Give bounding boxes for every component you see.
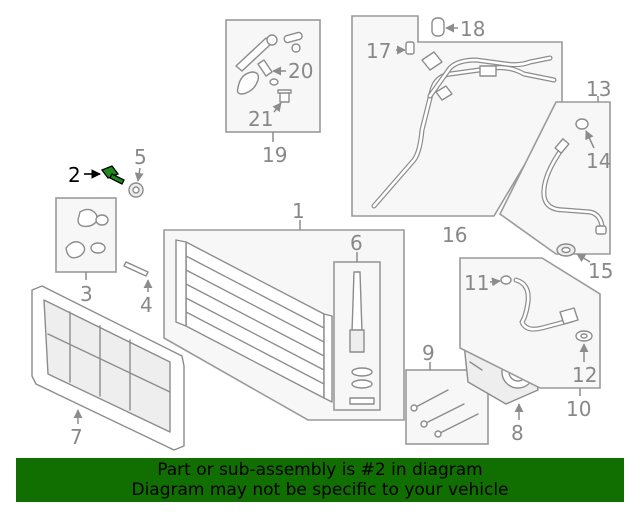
part-9-bolt-c — [434, 430, 442, 438]
part-17-valve-cap — [405, 41, 415, 55]
part-3-gasket-a — [77, 208, 98, 228]
part-14-label: 14 — [586, 149, 611, 173]
part-19-pin — [283, 31, 303, 44]
part-9-panel — [405, 369, 489, 445]
part-4-label: 4 — [140, 293, 153, 317]
part-3-oring-b — [90, 242, 106, 254]
part-3-seal-kit[interactable] — [55, 197, 117, 280]
part-13-panel — [498, 101, 611, 255]
part-9-bolt-b — [420, 420, 428, 428]
part-12-label: 12 — [572, 363, 597, 387]
part-1-tank-left — [175, 239, 187, 327]
part-3-oring-a — [95, 214, 109, 226]
part-19-fitting-end — [266, 34, 278, 46]
part-6-receiver-drier[interactable] — [333, 252, 381, 411]
part-10-panel — [459, 257, 601, 389]
part-5-bushing[interactable] — [128, 167, 144, 198]
part-10-label: 10 — [566, 397, 591, 421]
part-14-oring — [575, 118, 589, 130]
part-7-bracket[interactable] — [31, 285, 185, 451]
part-1-tank-right — [323, 313, 333, 403]
part-8-label: 8 — [511, 421, 524, 445]
part-9-label: 9 — [422, 341, 435, 365]
part-9-bolts[interactable] — [405, 362, 489, 445]
part-6-filter-tube — [351, 271, 363, 333]
part-3-gasket-b — [65, 241, 86, 259]
part-18-cap — [431, 17, 445, 37]
part-19-label: 19 — [262, 143, 287, 167]
notice-banner: Part or sub-assembly is #2 in diagram Di… — [16, 458, 624, 502]
part-10-discharge-line[interactable] — [459, 257, 601, 396]
part-13-label: 13 — [586, 77, 611, 101]
part-16-block — [421, 51, 443, 71]
part-6-filter-body — [349, 329, 365, 353]
part-13-fitting — [554, 138, 570, 154]
part-7-frame-inner — [43, 299, 171, 433]
part-11-oring — [500, 275, 512, 285]
part-16-label: 16 — [442, 223, 467, 247]
notice-line-1: Part or sub-assembly is #2 in diagram — [157, 460, 483, 480]
part-19-kit[interactable] — [225, 19, 321, 142]
part-7-label: 7 — [70, 425, 83, 449]
part-6-plug — [349, 397, 375, 405]
part-20-oring — [269, 78, 279, 86]
part-15-seal-hole — [561, 246, 571, 254]
part-1-label: 1 — [292, 199, 305, 223]
part-3-label: 3 — [80, 282, 93, 306]
part-6-oring-a — [351, 367, 373, 377]
part-5-bushing-hole — [132, 186, 140, 194]
part-13-hose-assembly[interactable] — [498, 96, 611, 263]
notice-line-2: Diagram may not be specific to your vehi… — [131, 480, 509, 500]
part-16-clamp — [479, 65, 497, 77]
part-20-valve — [257, 59, 273, 77]
part-2-label: 2 — [68, 163, 81, 187]
part-20-label: 20 — [288, 59, 313, 83]
part-16-valve — [435, 85, 453, 101]
part-10-muffler — [559, 307, 579, 325]
part-21-label: 21 — [248, 107, 273, 131]
part-13-fitting-end — [595, 225, 607, 235]
part-16-line-assembly[interactable] — [351, 15, 563, 217]
part-18-label: 18 — [460, 17, 485, 41]
part-17-label: 17 — [366, 39, 391, 63]
part-5-label: 5 — [134, 145, 147, 169]
part-4-pin[interactable] — [123, 261, 153, 292]
part-9-bolt-a — [410, 404, 418, 412]
part-21-cap-top — [277, 89, 292, 94]
part-12-seal-hole — [580, 333, 588, 339]
part-2-bolt-shank — [109, 173, 125, 185]
part-6-label: 6 — [350, 231, 363, 255]
part-19-seal — [236, 71, 260, 95]
part-4-pin-body — [123, 261, 149, 277]
part-15-label: 15 — [588, 259, 613, 283]
part-19-washer — [291, 43, 301, 53]
part-6-oring-b — [351, 379, 373, 389]
part-11-label: 11 — [464, 271, 489, 295]
part-2-bolt[interactable] — [84, 165, 125, 185]
